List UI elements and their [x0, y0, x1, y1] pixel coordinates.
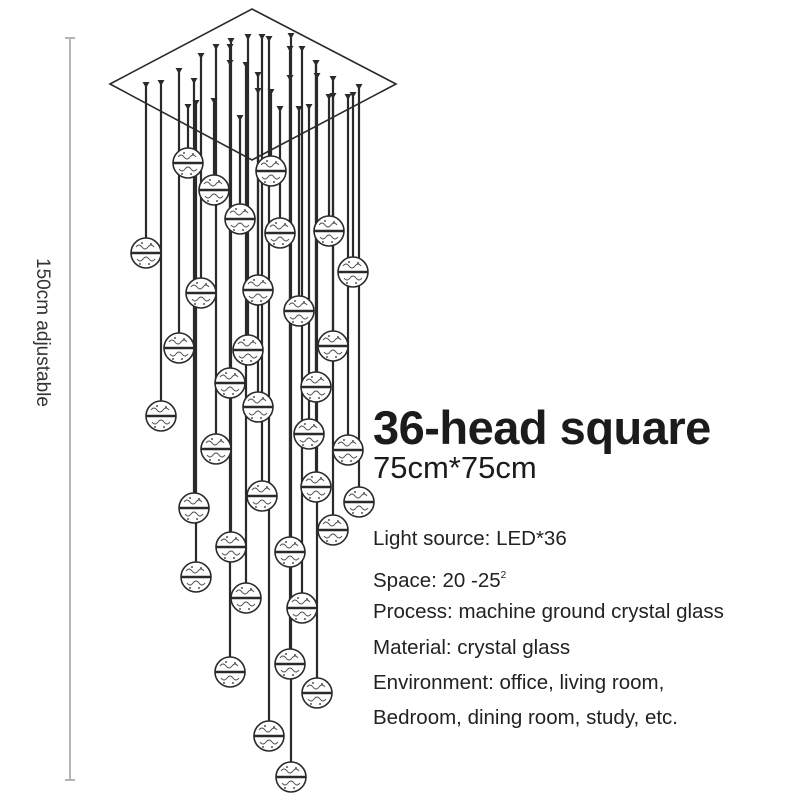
spec-material: Material: crystal glass — [373, 636, 571, 659]
crystal-ball — [185, 277, 217, 309]
crystal-ball — [332, 434, 364, 466]
crystal-ball — [253, 720, 285, 752]
crystal-ball — [163, 332, 195, 364]
spec-light-source: Light source: LED*36 — [373, 527, 567, 550]
crystal-ball — [274, 648, 306, 680]
crystal-ball — [242, 391, 274, 423]
crystal-ball — [317, 330, 349, 362]
crystal-ball — [337, 256, 369, 288]
crystal-ball — [301, 677, 333, 709]
crystal-ball — [317, 514, 349, 546]
product-title: 36-head square — [373, 401, 711, 454]
height-dimension-line — [65, 37, 75, 781]
canopy-plate — [108, 8, 398, 161]
crystal-ball — [283, 295, 315, 327]
crystal-ball — [130, 237, 162, 269]
crystal-balls — [130, 147, 375, 793]
crystal-ball — [300, 371, 332, 403]
crystal-ball — [178, 492, 210, 524]
spec-environment-cont: Bedroom, dining room, study, etc. — [373, 706, 678, 729]
crystal-ball — [286, 592, 318, 624]
crystal-ball — [242, 274, 274, 306]
height-label: 150cm adjustable — [32, 258, 53, 407]
spec-environment: Environment: office, living room, — [373, 671, 665, 694]
crystal-ball — [246, 480, 278, 512]
crystal-ball — [180, 561, 212, 593]
crystal-ball — [230, 582, 262, 614]
crystal-ball — [198, 174, 230, 206]
crystal-ball — [145, 400, 177, 432]
crystal-ball — [215, 531, 247, 563]
crystal-ball — [200, 433, 232, 465]
crystal-ball — [274, 536, 306, 568]
crystal-ball — [214, 367, 246, 399]
crystal-ball — [300, 471, 332, 503]
crystal-ball — [214, 656, 246, 688]
crystal-ball — [313, 215, 345, 247]
product-dimensions: 75cm*75cm — [373, 450, 537, 485]
crystal-ball — [343, 486, 375, 518]
crystal-ball — [224, 203, 256, 235]
spec-space: Space: 20 -252 — [373, 569, 507, 592]
crystal-ball — [255, 155, 287, 187]
crystal-ball — [172, 147, 204, 179]
crystal-ball — [275, 761, 307, 793]
crystal-ball — [232, 334, 264, 366]
crystal-ball — [264, 217, 296, 249]
crystal-ball — [293, 418, 325, 450]
spec-process: Process: machine ground crystal glass — [373, 600, 724, 623]
